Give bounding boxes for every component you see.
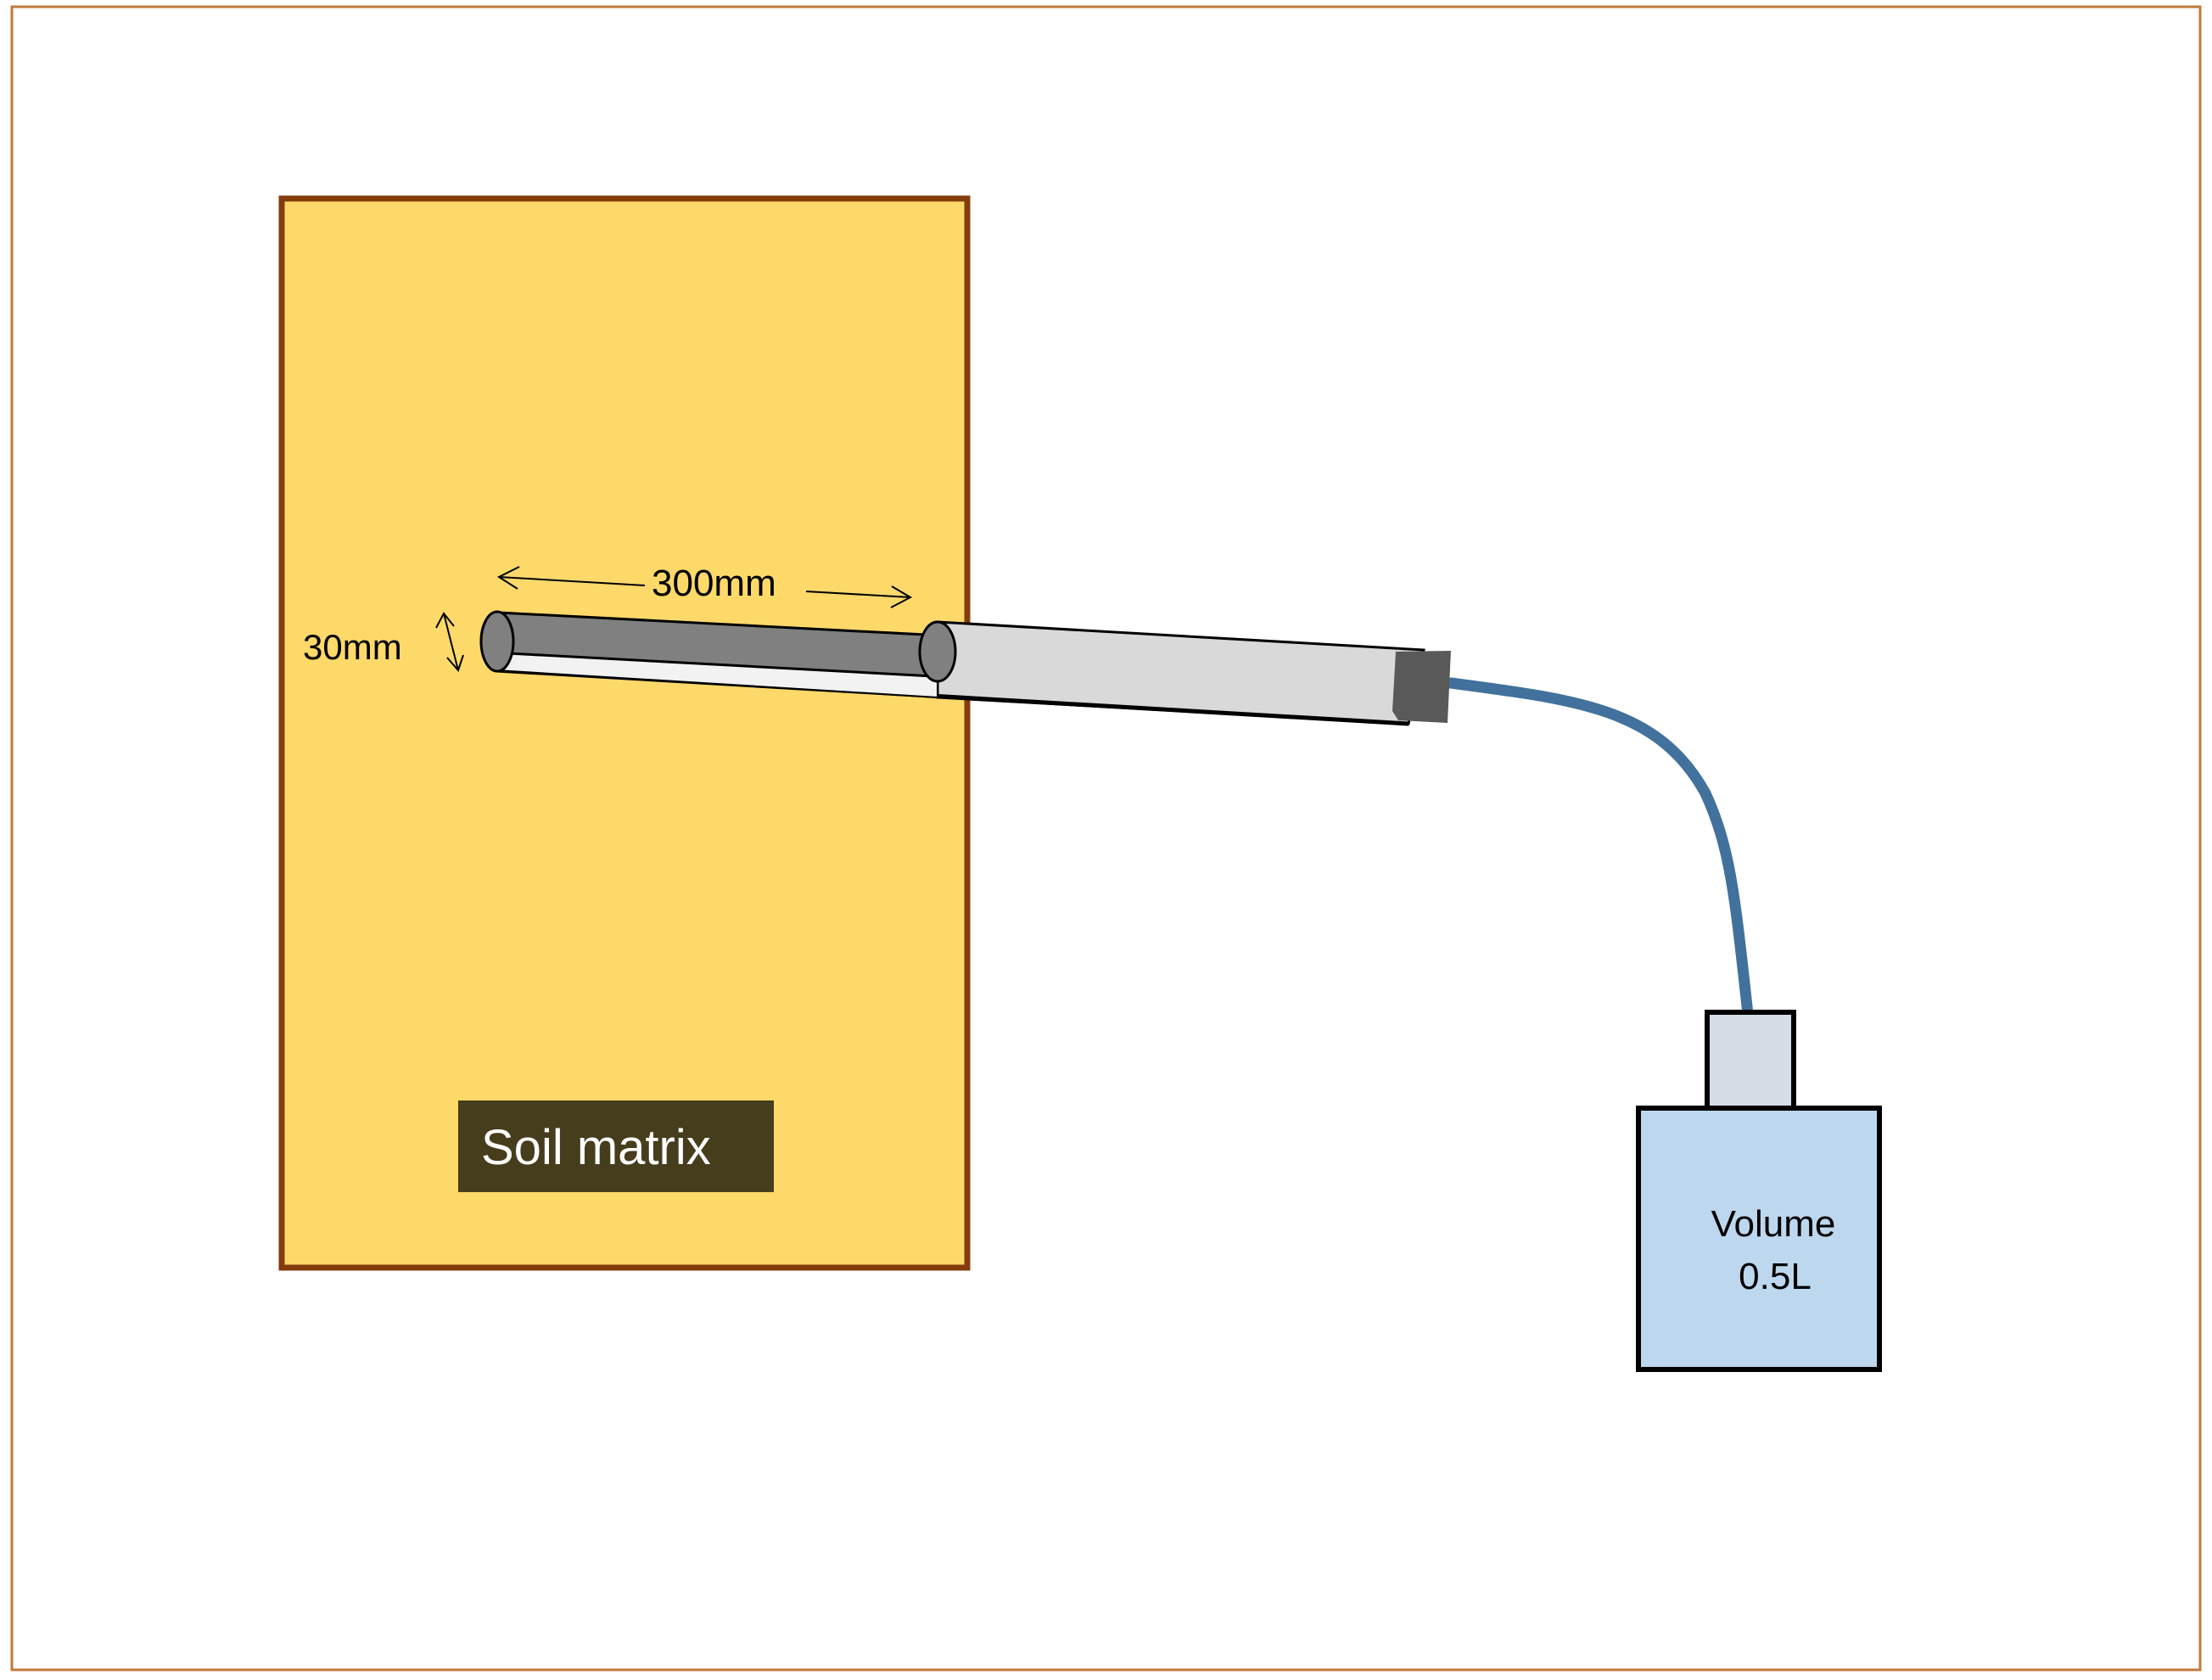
porous-section-end-cap xyxy=(918,620,957,683)
diagram-frame xyxy=(10,5,2202,1672)
diameter-dimension-arrow xyxy=(435,612,464,672)
length-label: 300mm xyxy=(652,563,776,604)
bottle-volume-value: 0.5L xyxy=(1739,1256,1812,1297)
tube-connector xyxy=(1392,651,1451,723)
bottle-volume-label: Volume xyxy=(1711,1203,1836,1245)
bottle-neck xyxy=(1705,1010,1796,1112)
soil-matrix-label: Soil matrix xyxy=(481,1120,711,1175)
soil-matrix-block xyxy=(278,195,971,1271)
soil-matrix-tag xyxy=(458,1100,774,1192)
sampling-hose xyxy=(1445,677,1754,1020)
collection-bottle xyxy=(1636,1106,1882,1372)
diameter-label: 30mm xyxy=(303,627,402,667)
length-dimension-arrow xyxy=(496,566,913,608)
tube-tip-cap xyxy=(479,610,515,673)
